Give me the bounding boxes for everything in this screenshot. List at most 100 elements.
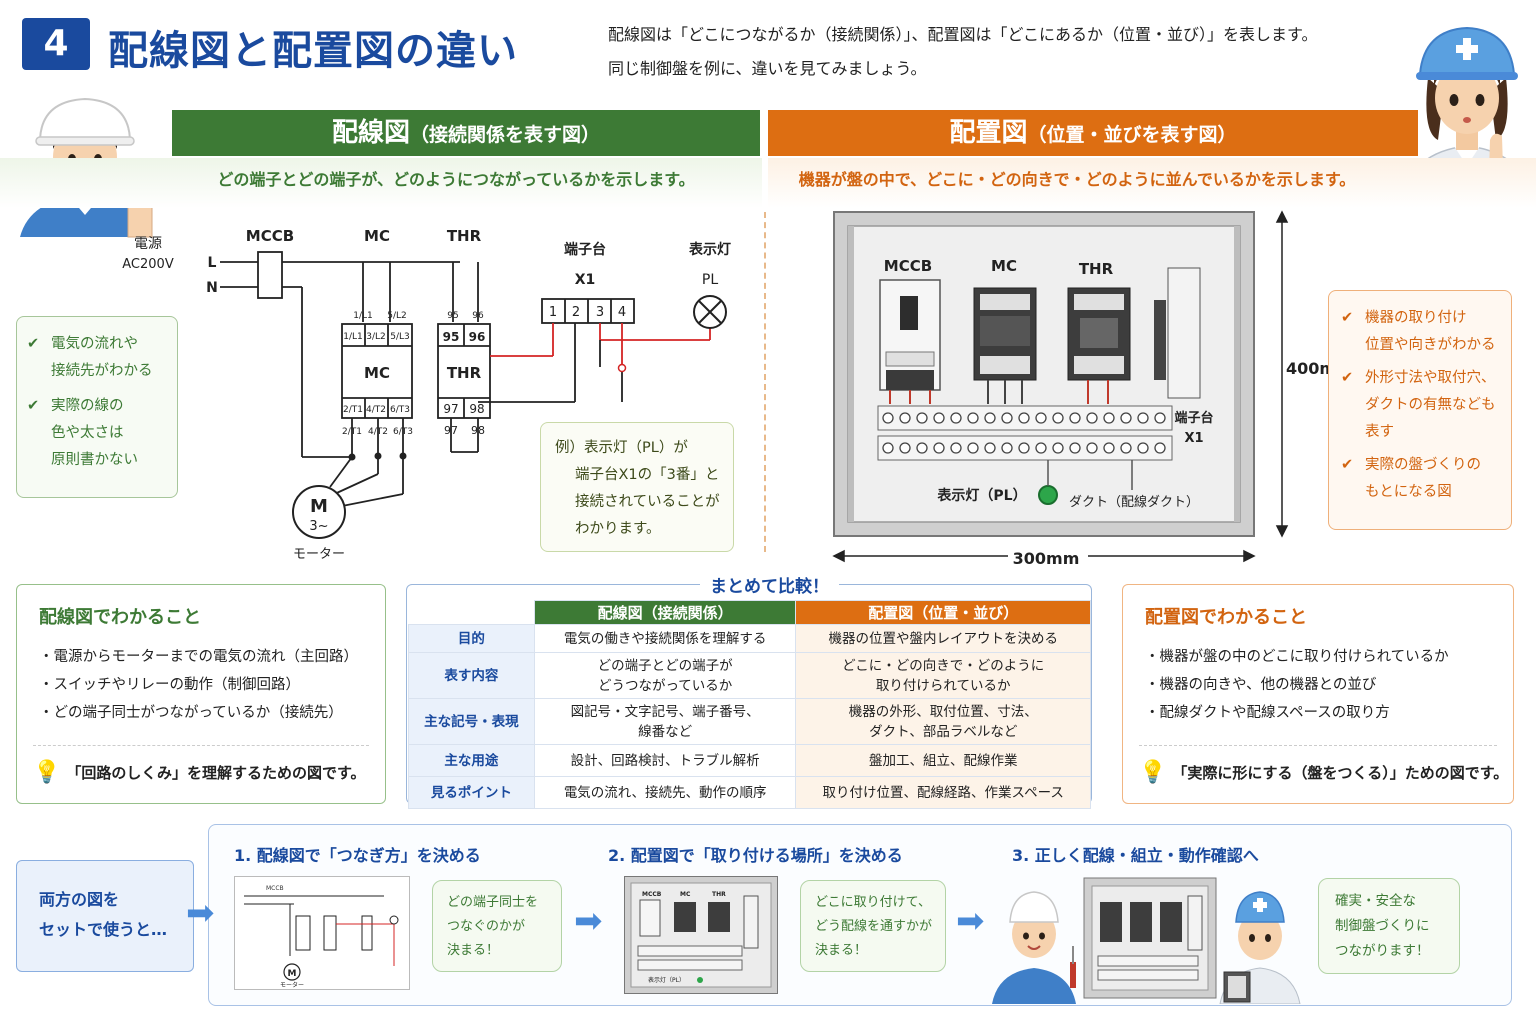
flow-mini-layout-diagram: MCCB MC THR 表示灯（PL）	[624, 876, 778, 994]
terminal-screw	[1069, 442, 1081, 454]
terminal-screw	[1052, 412, 1064, 424]
row-wiring-cell: 電気の流れ、接続先、動作の順序	[533, 776, 797, 809]
flow-final-line3: つながります！	[1335, 943, 1430, 959]
wiring-banner: 配線図（接続関係を表す図）	[172, 110, 760, 156]
layout-height-label: 400mm	[1286, 359, 1328, 378]
layout-thr-device	[1067, 287, 1131, 381]
terminal-screw	[1137, 412, 1149, 424]
terminal-3: 3	[596, 305, 604, 320]
arrow-right-icon: ➡	[574, 901, 603, 941]
terminal-screw	[967, 442, 979, 454]
terminal-screw	[984, 442, 996, 454]
lamp-id-label: PL	[702, 272, 718, 288]
wiring-summary-note: 💡 「回路のしくみ」を理解するための図です。	[33, 745, 369, 785]
check-icon: ✔	[1341, 457, 1354, 473]
flow-bubble-2: どこに取り付けて、 どう配線を通すかが 決まる！	[800, 880, 946, 972]
thr-term-97: 97	[443, 402, 458, 416]
example-line-3: 接続されていることが	[575, 494, 720, 510]
terminal-screw	[984, 412, 996, 424]
layout-callout-1-line2: 位置や向きがわかる	[1365, 337, 1496, 353]
wiring-summary-title: 配線図でわかること	[39, 607, 201, 628]
layout-summary-title: 配置図でわかること	[1145, 607, 1307, 628]
flow-step-1-title: 1. 配線図で「つなぎ方」を決める	[234, 846, 481, 865]
terminal-screw	[1103, 412, 1115, 424]
lamp-icon	[693, 295, 727, 329]
wiring-callout-1-line1: 電気の流れや	[51, 336, 138, 352]
table-row: 主な記号・表現 図記号・文字記号、端子番号、線番など 機器の外形、取付位置、寸法…	[408, 698, 1091, 745]
layout-terminal-id: X1	[1184, 431, 1203, 446]
table-row: 見るポイント 電気の流れ、接続先、動作の順序 取り付け位置、配線経路、作業スペー…	[408, 776, 1091, 809]
terminal-2: 2	[572, 305, 580, 320]
row-label: 主な記号・表現	[408, 698, 535, 745]
layout-summary-note: 💡 「実際に形にする（盤をつくる）」ための図です。	[1139, 745, 1508, 785]
terminal-screw	[1069, 412, 1081, 424]
table-row: 目的 電気の働きや接続関係を理解する 機器の位置や盤内レイアウトを決める	[408, 624, 1091, 653]
wiring-summary-list: ・電源からモーターまでの電気の流れ（主回路） ・スイッチやリレーの動作（制御回路…	[39, 643, 363, 727]
mccb-label: MCCB	[246, 227, 294, 245]
layout-callout-3-line1: 実際の盤づくりの	[1365, 457, 1481, 473]
thr-term-95: 95	[443, 330, 460, 344]
terminal-id-label: X1	[575, 272, 596, 288]
row-label: 主な用途	[408, 744, 535, 777]
thr-top-outer-96: 96	[472, 311, 484, 321]
flow-final-line2: 制御盤づくりに	[1335, 918, 1430, 934]
flow-bubble-1: どの端子同士を つなぐのかが 決まる！	[432, 880, 562, 972]
wiring-diagram: 電源 AC200V L N MCCB MC THR 端子台 X1 表示灯 PL …	[122, 227, 731, 562]
mini-layout-lamp-label: 表示灯（PL）	[648, 976, 685, 984]
layout-summary-box: 配置図でわかること ・機器が盤の中のどこに取り付けられているか ・機器の向きや、…	[1122, 584, 1514, 804]
lightbulb-icon: 💡	[33, 760, 61, 785]
layout-mccb-device	[879, 279, 941, 391]
terminal-screw	[1018, 412, 1030, 424]
mc-term-4t2: 4/T2	[366, 405, 386, 415]
wiring-summary-note-text: 「回路のしくみ」を理解するための図です。	[66, 764, 366, 782]
terminal-screw	[899, 442, 911, 454]
layout-callout-item-1: ✔ 機器の取り付け位置や向きがわかる	[1341, 305, 1499, 359]
terminal-screw	[916, 412, 928, 424]
mc-term-2t1: 2/T1	[343, 405, 363, 415]
mc-term-6t3: 6/T3	[390, 405, 410, 415]
wiring-callout-2-line3: 原則書かない	[51, 452, 138, 468]
row-wiring-cell: 設計、回路検討、トラブル解析	[533, 744, 797, 777]
terminal-screw	[899, 412, 911, 424]
wiring-banner-main: 配線図	[331, 118, 410, 148]
layout-subtitle: 機器が盤の中で、どこに・どの向きで・どのように並んでいるかを示します。	[768, 158, 1536, 208]
wiring-example-callout: 例）表示灯（PL）が 端子台X1の「3番」と 接続されていることが わかります。	[540, 422, 734, 552]
table-row: 表す内容 どの端子とどの端子がどうつながっているか どこに・どの向きで・どのよう…	[408, 652, 1091, 699]
row-layout-cell: 機器の位置や盤内レイアウトを決める	[795, 624, 1091, 653]
check-icon: ✔	[27, 398, 40, 414]
layout-mc-label: MC	[991, 257, 1017, 275]
layout-summary-note-text: 「実際に形にする（盤をつくる）」ための図です。	[1172, 764, 1509, 782]
terminal-screw	[1086, 442, 1098, 454]
layout-diagram: MCCB MC THR	[832, 210, 1328, 568]
terminal-screw	[1154, 442, 1166, 454]
wiring-callout-item-1: ✔ 電気の流れや接続先がわかる	[27, 331, 167, 385]
mc-label: MC	[364, 227, 390, 245]
terminal-block-label: 端子台	[564, 241, 606, 258]
thr-top-outer-95: 95	[447, 311, 458, 321]
layout-callout-2-line3: 表す	[1365, 424, 1394, 440]
terminal-screw	[1001, 442, 1013, 454]
mini-layout-mc-label: MC	[680, 891, 691, 898]
page-title: 配線図と配置図の違い	[108, 28, 518, 74]
flow-start-line1: 両方の図を	[39, 890, 120, 909]
compare-title: まとめて比較！	[700, 572, 839, 597]
terminal-screw	[950, 442, 962, 454]
layout-lamp-icon	[1038, 485, 1058, 505]
flow-bubble-2-line1: どこに取り付けて、	[815, 895, 931, 910]
line-n-label: N	[206, 280, 218, 296]
arrow-right-icon: ➡	[186, 893, 215, 933]
layout-duct-label: ダクト（配線ダクト）	[1069, 494, 1199, 510]
table-row: 主な用途 設計、回路検討、トラブル解析 盤加工、組立、配線作業	[408, 744, 1091, 777]
layout-thr-label: THR	[1079, 260, 1114, 278]
layout-side-terminal	[1154, 267, 1201, 399]
check-icon: ✔	[1341, 310, 1354, 326]
compare-col-wiring: 配線図（接続関係）	[533, 600, 797, 625]
thr-label: THR	[447, 227, 482, 245]
check-icon: ✔	[1341, 370, 1354, 386]
row-layout-cell: 取り付け位置、配線経路、作業スペース	[795, 776, 1091, 809]
mini-layout-thr-label: THR	[712, 891, 726, 898]
motor-phase: 3~	[309, 519, 328, 534]
terminal-screw	[1035, 442, 1047, 454]
flow-bubble-2-line3: 決まる！	[815, 943, 868, 958]
terminal-screw	[882, 442, 894, 454]
